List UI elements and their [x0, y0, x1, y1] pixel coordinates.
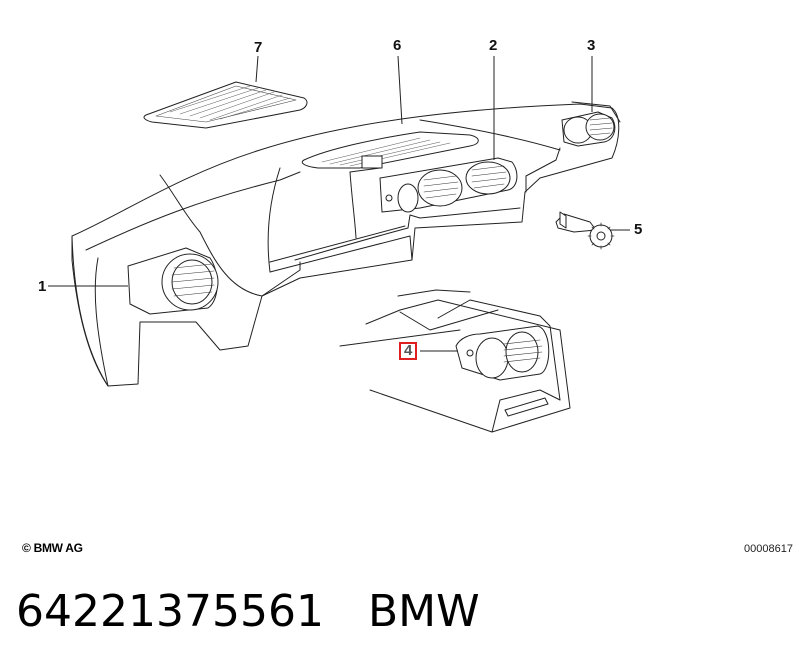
- parts-diagram: [48, 55, 630, 433]
- brand-name: BMW: [367, 586, 480, 637]
- left-vent: [127, 247, 219, 315]
- callout-6: 6: [393, 37, 402, 54]
- callout-2: 2: [489, 37, 498, 54]
- diagram-code: 00008617: [744, 543, 793, 555]
- callout-7: 7: [254, 39, 263, 56]
- callout-1: 1: [38, 278, 47, 295]
- rear-console: [339, 289, 571, 433]
- callout-4-highlighted[interactable]: 4: [399, 342, 418, 360]
- center-vent: [379, 157, 518, 213]
- callout-3: 3: [587, 37, 596, 54]
- defroster-grille-loose: [143, 81, 308, 129]
- part-caption: 64221375561 BMW: [16, 588, 480, 636]
- leader-6: [397, 55, 403, 125]
- copyright-notice: © BMW AG: [22, 541, 83, 555]
- leader-7: [255, 55, 259, 83]
- defroster-grille-installed: [301, 131, 479, 169]
- part-number: 64221375561: [16, 586, 324, 637]
- right-vent: [561, 111, 616, 147]
- callout-5: 5: [634, 221, 643, 238]
- adjuster-wheel: [555, 211, 615, 250]
